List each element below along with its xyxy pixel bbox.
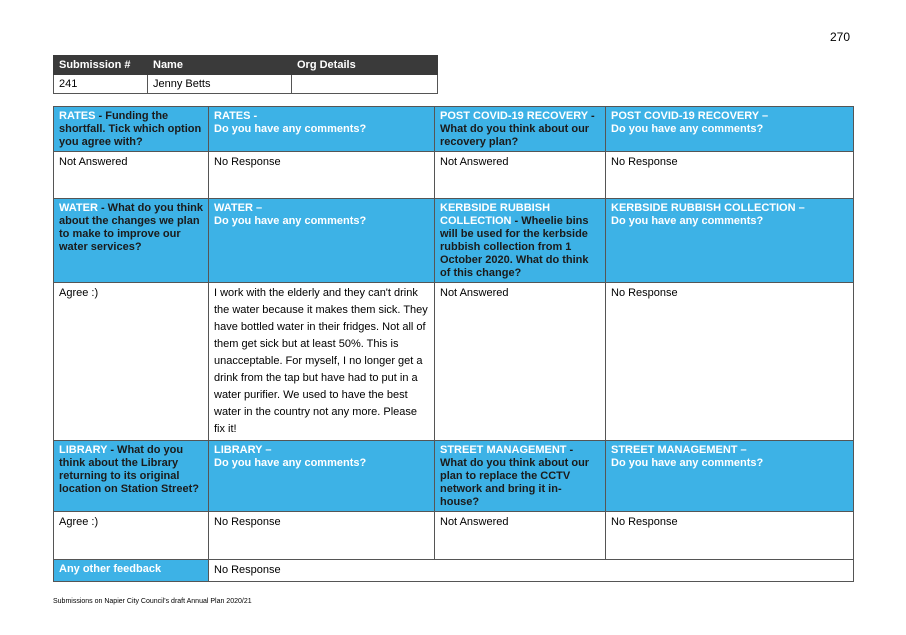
question-text: Do you have any comments? <box>611 123 764 135</box>
question-text: - What do you think about the Library re… <box>59 444 199 495</box>
question-topic: KERBSIDE RUBBISH COLLECTION <box>440 202 551 227</box>
rates-covid-question-row: RATES - Funding the shortfall. Tick whic… <box>53 106 854 152</box>
question-text: - Funding the shortfall. Tick which opti… <box>59 110 202 148</box>
other-feedback-row: Any other feedback No Response <box>53 559 854 582</box>
question-topic: LIBRARY – <box>214 444 272 456</box>
library-comments-answer: No Response <box>208 511 435 560</box>
question-topic: POST COVID-19 RECOVERY – <box>611 110 769 122</box>
library-comments-question: LIBRARY –Do you have any comments? <box>208 440 435 512</box>
water-comments-question: WATER –Do you have any comments? <box>208 198 435 283</box>
covid-recovery-answer: Not Answered <box>434 151 606 199</box>
water-comments-answer: I work with the elderly and they can't d… <box>208 282 435 441</box>
question-text: Do you have any comments? <box>611 215 764 227</box>
covid-recovery-question: POST COVID-19 RECOVERY - What do you thi… <box>434 106 606 152</box>
water-changes-question: WATER - What do you think about the chan… <box>53 198 209 283</box>
street-comments-question: STREET MANAGEMENT –Do you have any comme… <box>605 440 854 512</box>
question-topic: WATER – <box>214 202 263 214</box>
other-feedback-label: Any other feedback <box>53 559 209 582</box>
rates-comments-answer: No Response <box>208 151 435 199</box>
question-topic: LIBRARY <box>59 444 108 456</box>
library-location-answer: Agree :) <box>53 511 209 560</box>
rates-funding-question: RATES - Funding the shortfall. Tick whic… <box>53 106 209 152</box>
question-topic: KERBSIDE RUBBISH COLLECTION – <box>611 202 805 214</box>
water-kerbside-question-row: WATER - What do you think about the chan… <box>53 198 854 283</box>
rates-funding-answer: Not Answered <box>53 151 209 199</box>
document-footer: Submissions on Napier City Council's dra… <box>53 598 252 605</box>
street-comments-answer: No Response <box>605 511 854 560</box>
submitter-name: Jenny Betts <box>147 74 292 94</box>
question-text: - What do you think about our recovery p… <box>440 110 595 148</box>
covid-comments-question: POST COVID-19 RECOVERY –Do you have any … <box>605 106 854 152</box>
submission-value-row: 241 Jenny Betts <box>53 74 438 94</box>
question-text: - What do you think about the changes we… <box>59 202 204 253</box>
org-details-header: Org Details <box>291 55 438 75</box>
covid-comments-answer: No Response <box>605 151 854 199</box>
name-header: Name <box>147 55 292 75</box>
rates-covid-answer-row: Not Answered No Response Not Answered No… <box>53 151 854 199</box>
question-text: - What do you think about our plan to re… <box>440 444 590 508</box>
question-topic: RATES <box>59 110 96 122</box>
kerbside-comments-answer: No Response <box>605 282 854 441</box>
question-topic: RATES - <box>214 110 258 122</box>
question-topic: STREET MANAGEMENT – <box>611 444 747 456</box>
water-changes-answer: Agree :) <box>53 282 209 441</box>
water-kerbside-answer-row: Agree :) I work with the elderly and the… <box>53 282 854 441</box>
rates-comments-question: RATES -Do you have any comments? <box>208 106 435 152</box>
street-cctv-question: STREET MANAGEMENT - What do you think ab… <box>434 440 606 512</box>
kerbside-bins-question: KERBSIDE RUBBISH COLLECTION - Wheelie bi… <box>434 198 606 283</box>
org-details <box>291 74 438 94</box>
kerbside-comments-question: KERBSIDE RUBBISH COLLECTION –Do you have… <box>605 198 854 283</box>
submission-header-row: Submission # Name Org Details <box>53 55 438 75</box>
other-feedback-answer: No Response <box>208 559 854 582</box>
question-text: Do you have any comments? <box>214 123 367 135</box>
question-topic: POST COVID-19 RECOVERY <box>440 110 588 122</box>
question-text: - Wheelie bins will be used for the kerb… <box>440 215 589 279</box>
question-text: Do you have any comments? <box>611 457 764 469</box>
responses-table: RATES - Funding the shortfall. Tick whic… <box>53 106 854 582</box>
submission-table: Submission # Name Org Details 241 Jenny … <box>53 55 438 94</box>
page-number: 270 <box>830 30 851 44</box>
library-street-answer-row: Agree :) No Response Not Answered No Res… <box>53 511 854 560</box>
question-topic: STREET MANAGEMENT <box>440 444 567 456</box>
question-text: Do you have any comments? <box>214 457 367 469</box>
kerbside-bins-answer: Not Answered <box>434 282 606 441</box>
question-topic: WATER <box>59 202 98 214</box>
library-street-question-row: LIBRARY - What do you think about the Li… <box>53 440 854 512</box>
submission-number: 241 <box>53 74 148 94</box>
question-text: Do you have any comments? <box>214 215 367 227</box>
submission-number-header: Submission # <box>53 55 148 75</box>
library-location-question: LIBRARY - What do you think about the Li… <box>53 440 209 512</box>
street-cctv-answer: Not Answered <box>434 511 606 560</box>
